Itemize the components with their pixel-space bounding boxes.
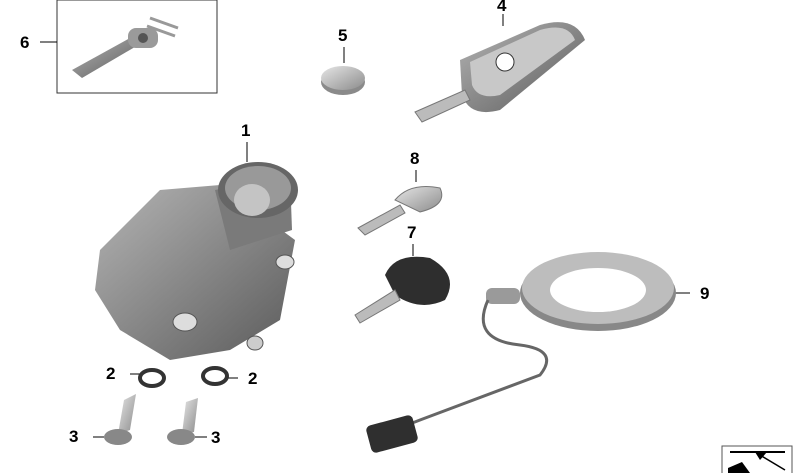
arrow-up-left-icon[interactable] (721, 445, 793, 473)
part-1-ignition-lock (95, 142, 298, 360)
callout-3-right: 3 (211, 428, 221, 447)
part-5-battery (321, 47, 365, 95)
callout-9: 9 (700, 284, 710, 303)
part-8-key (357, 170, 443, 236)
callout-2-left: 2 (106, 364, 116, 383)
callout-2-right: 2 (248, 369, 258, 388)
part-2-washers (130, 366, 238, 388)
callout-7: 7 (407, 223, 417, 242)
callout-5: 5 (338, 26, 348, 45)
callout-3-left: 3 (69, 427, 79, 446)
part-4-key-fob (414, 14, 585, 123)
part-9-antenna-ring (366, 252, 690, 453)
part-6-tool-kit (40, 0, 218, 94)
callout-1: 1 (241, 121, 251, 140)
callout-4: 4 (497, 0, 507, 15)
callout-8: 8 (410, 149, 420, 168)
callout-6: 6 (20, 33, 30, 52)
part-7-key (354, 244, 450, 324)
part-3-bolts (93, 394, 207, 445)
